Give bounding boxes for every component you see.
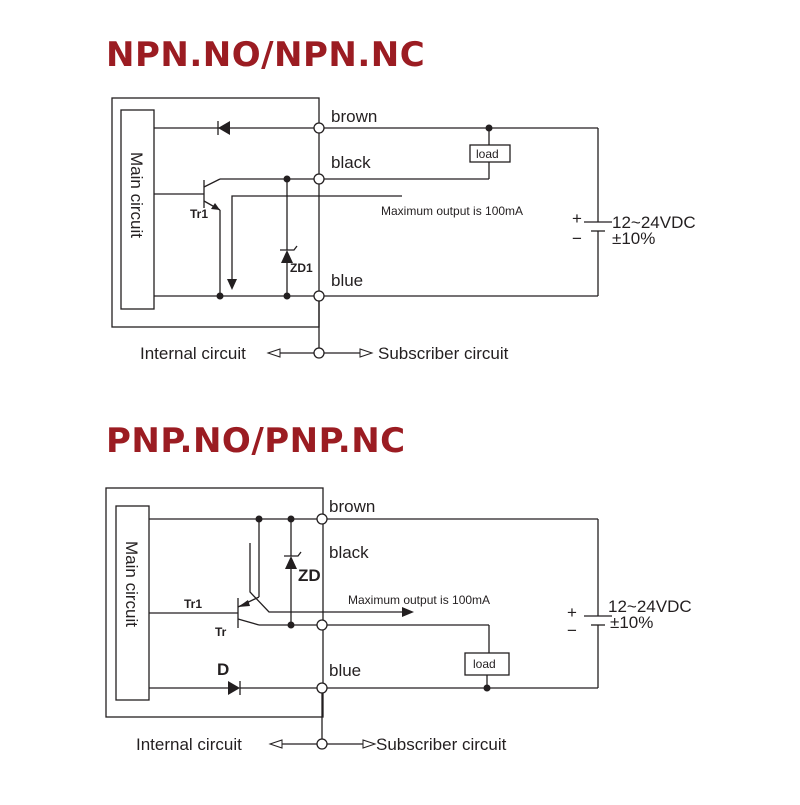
pnp-blue-wire: [149, 682, 598, 694]
pnp-boundary-line: [268, 693, 377, 750]
npn-power-supply-icon: [584, 128, 612, 296]
pnp-black-label: black: [329, 543, 369, 562]
npn-title: NPN.NO/NPN.NC: [106, 35, 425, 75]
npn-internal-box: [111, 97, 320, 328]
npn-brown-label: brown: [331, 107, 377, 126]
pnp-zener-icon: [284, 519, 302, 629]
npn-load-label: load: [476, 147, 499, 161]
npn-boundary-line: [266, 301, 374, 359]
pnp-power-supply-icon: [584, 519, 612, 688]
npn-main-circuit-label: Main circuit: [127, 152, 146, 238]
npn-black-wire: [220, 173, 489, 185]
npn-brown-wire: [154, 122, 598, 134]
pnp-plus-sign: +: [567, 603, 577, 622]
pnp-tr-label: Tr: [215, 625, 227, 639]
pnp-brown-wire: [149, 513, 598, 525]
pnp-title: PNP.NO/PNP.NC: [106, 421, 406, 461]
npn-max-output-label: Maximum output is 100mA: [381, 204, 523, 218]
npn-subscriber-circuit-label: Subscriber circuit: [378, 344, 509, 363]
pnp-tolerance-label: ±10%: [610, 613, 653, 632]
npn-diode-icon: [217, 121, 230, 135]
npn-zener-icon: [280, 179, 298, 296]
pnp-diode-label: D: [217, 660, 229, 679]
pnp-diode-icon: [228, 681, 241, 695]
pnp-load-label: load: [473, 657, 496, 671]
npn-zd1-label: ZD1: [290, 261, 313, 275]
npn-current-arrow-icon: [227, 195, 402, 290]
npn-black-label: black: [331, 153, 371, 172]
npn-tolerance-label: ±10%: [612, 229, 655, 248]
npn-blue-label: blue: [331, 271, 363, 290]
npn-voltage-label: 12~24VDC: [612, 213, 696, 232]
pnp-tr1-label: Tr1: [184, 597, 202, 611]
npn-internal-circuit-label: Internal circuit: [140, 344, 246, 363]
pnp-max-output-label: Maximum output is 100mA: [348, 593, 490, 607]
pnp-subscriber-circuit-label: Subscriber circuit: [376, 735, 507, 754]
npn-transistor-icon: [154, 178, 221, 296]
pnp-zd-label: ZD: [298, 566, 321, 585]
pnp-brown-label: brown: [329, 497, 375, 516]
pnp-black-wire: [316, 619, 490, 653]
npn-plus-sign: +: [572, 209, 582, 228]
pnp-main-circuit-label: Main circuit: [122, 541, 141, 627]
npn-load-box: [469, 144, 511, 163]
pnp-internal-box: [105, 487, 324, 718]
pnp-internal-circuit-label: Internal circuit: [136, 735, 242, 754]
pnp-voltage-label: 12~24VDC: [608, 597, 692, 616]
npn-minus-sign: −: [572, 229, 582, 248]
pnp-minus-sign: −: [567, 621, 577, 640]
pnp-blue-label: blue: [329, 661, 361, 680]
pnp-current-arrow-icon: [249, 543, 414, 617]
npn-tr1-label: Tr1: [190, 207, 208, 221]
